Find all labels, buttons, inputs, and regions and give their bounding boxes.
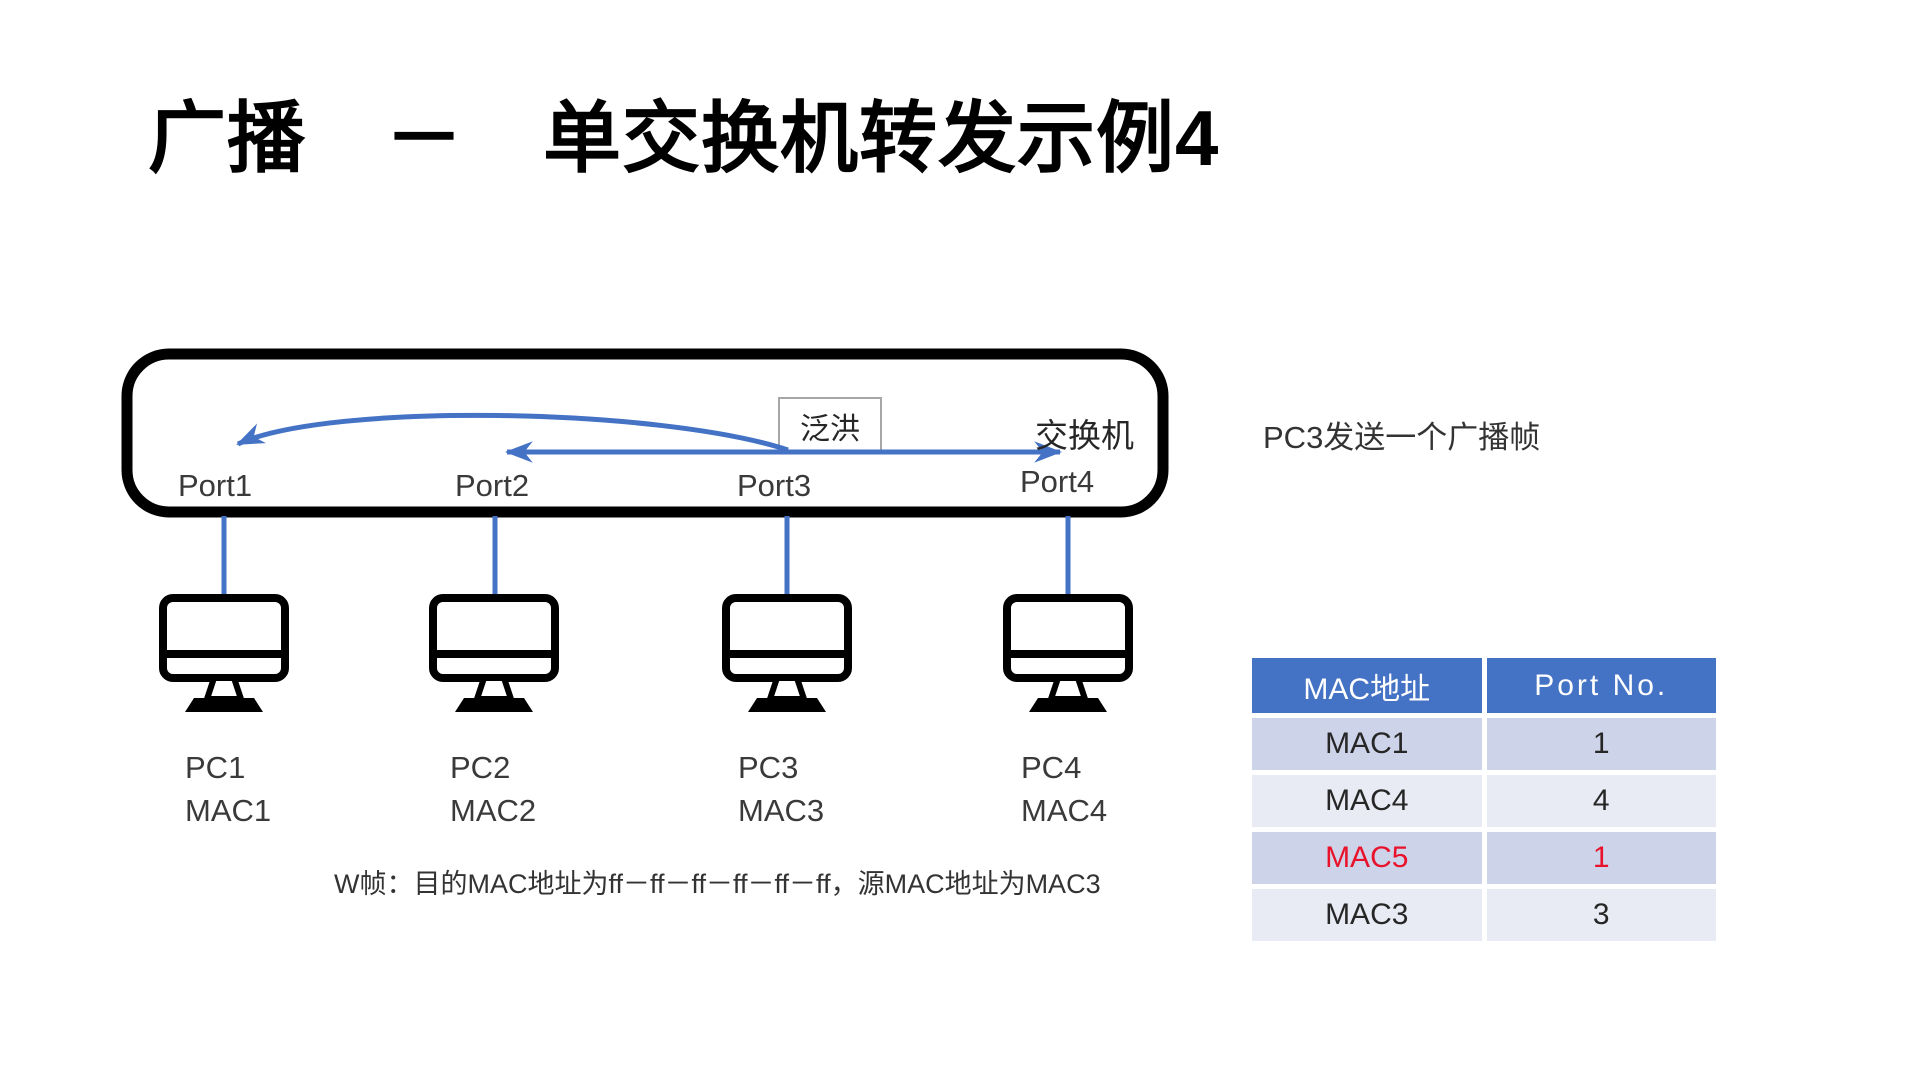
flood-label-box: 泛洪 [778, 397, 882, 454]
port3-label: Port3 [737, 468, 812, 503]
pc3-name-label: PC3 [738, 750, 799, 785]
port1-label: Port1 [178, 468, 253, 503]
pc3-mac-label: MAC3 [738, 793, 825, 828]
table-cell-mac: MAC3 [1252, 889, 1482, 941]
table-cell-mac: MAC4 [1252, 775, 1482, 827]
switch-body-icon [121, 348, 1169, 518]
frame-note: W帧：目的MAC地址为ff－ff－ff－ff－ff－ff，源MAC地址为MAC3 [334, 869, 1101, 899]
switch-label: 交换机 [1035, 417, 1134, 454]
pc1-mac-label: MAC1 [185, 793, 272, 828]
pc2-monitor-icon [433, 598, 555, 712]
page-title: 广播 － 单交换机转发示例4 [148, 94, 1220, 182]
pc4-monitor-icon [1007, 598, 1129, 712]
flood-label: 泛洪 [800, 412, 860, 446]
mac-address-table: MAC地址 Port No. MAC1 1 MAC4 4 MAC5 1 MAC3… [1252, 658, 1716, 941]
pc4-mac-label: MAC4 [1021, 793, 1108, 828]
table-cell-port-highlighted: 1 [1486, 832, 1716, 884]
table-cell-port: 3 [1486, 889, 1716, 941]
port4-label: Port4 [1020, 464, 1095, 499]
pc3-monitor-icon [726, 598, 848, 712]
port2-label: Port2 [455, 468, 530, 503]
pc2-mac-label: MAC2 [450, 793, 537, 828]
table-cell-port: 4 [1486, 775, 1716, 827]
pc1-name-label: PC1 [185, 750, 246, 785]
table-cell-port: 1 [1486, 718, 1716, 770]
table-header-mac: MAC地址 [1252, 658, 1482, 713]
pc4-name-label: PC4 [1021, 750, 1082, 785]
broadcast-annotation: PC3发送一个广播帧 [1263, 420, 1541, 455]
table-header-port: Port No. [1486, 658, 1716, 713]
table-cell-mac-highlighted: MAC5 [1252, 832, 1482, 884]
table-cell-mac: MAC1 [1252, 718, 1482, 770]
pc1-monitor-icon [163, 598, 285, 712]
pc2-name-label: PC2 [450, 750, 511, 785]
